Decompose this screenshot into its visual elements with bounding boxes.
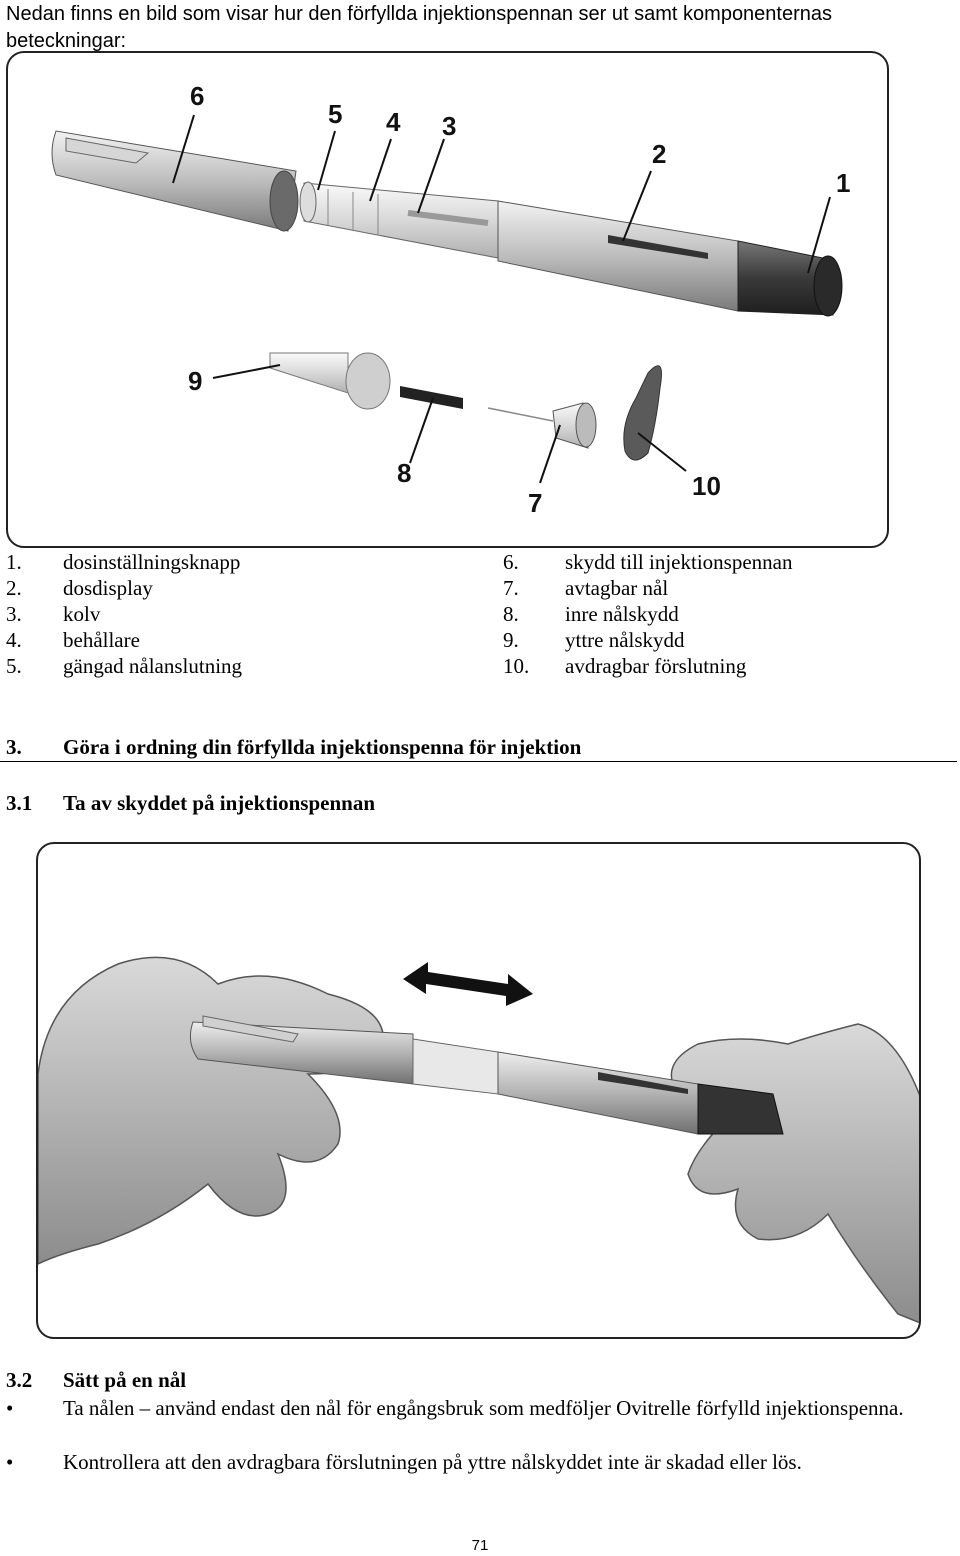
- page-number: 71: [471, 1537, 489, 1554]
- callout-8: 8: [397, 458, 411, 488]
- callout-3: 3: [442, 111, 456, 141]
- section-heading-3-2: 3.2 Sätt på en nål: [6, 1368, 187, 1392]
- legend-item-5: 5. gängad nålanslutning: [6, 654, 243, 678]
- remove-cap-figure: [36, 842, 921, 1339]
- dose-knob-held: [697, 1083, 784, 1135]
- remove-cap-illustration: [38, 956, 919, 1324]
- bullet-item-2: • Kontrollera att den avdragbara förslut…: [6, 1450, 802, 1474]
- right-hand: [670, 1023, 919, 1324]
- callout-9: 9: [188, 366, 202, 396]
- double-arrow-icon: [403, 962, 533, 1006]
- bullet-item-1: • Ta nålen – använd endast den nål för e…: [6, 1396, 904, 1420]
- section-heading-3-1: 3.1 Ta av skyddet på injektionspennan: [6, 791, 376, 815]
- bullet-icon: •: [6, 1450, 14, 1474]
- section-heading-3: 3. Göra i ordning din förfyllda injektio…: [6, 735, 582, 759]
- legend-item-2: 2. dosdisplay: [6, 576, 153, 600]
- peel-off-seal-part: [623, 365, 662, 461]
- callout-7: 7: [528, 488, 542, 518]
- intro-text: Nedan finns en bild som visar hur den fö…: [6, 3, 833, 52]
- needle-part: [487, 402, 597, 449]
- callout-4: 4: [386, 107, 401, 137]
- left-hand: [38, 956, 385, 1265]
- cartridge-holder-visible: [412, 1038, 499, 1095]
- pen-components-figure: 1 2 3 4 5 6 7 8 9 10: [6, 51, 889, 548]
- outer-needle-shield-part: [269, 352, 391, 410]
- pen-cap-held: [189, 1021, 414, 1085]
- pen-components-illustration: 1 2 3 4 5 6 7 8 9 10: [51, 81, 850, 518]
- legend-item-3: 3. kolv: [6, 602, 101, 626]
- callout-5: 5: [328, 99, 342, 129]
- callout-6: 6: [190, 81, 204, 111]
- legend-item-6: 6. skydd till injektionspennan: [503, 550, 793, 574]
- legend-item-4: 4. behållare: [6, 628, 140, 652]
- callout-10: 10: [692, 471, 721, 501]
- legend-item-9: 9. yttre nålskydd: [503, 628, 685, 652]
- dose-knob-part: [737, 240, 843, 317]
- legend-item-1: 1. dosinställningsknapp: [6, 550, 241, 574]
- inner-needle-shield-part: [400, 386, 463, 409]
- cartridge-holder-part: [299, 181, 499, 259]
- pen-cap-part: [51, 130, 299, 232]
- pen-body-held: [497, 1051, 699, 1135]
- section-divider: [0, 761, 957, 762]
- legend-item-7: 7. avtagbar nål: [503, 576, 669, 600]
- bullet-icon: •: [6, 1396, 14, 1420]
- callout-2: 2: [652, 139, 666, 169]
- legend-item-8: 8. inre nålskydd: [503, 602, 679, 626]
- pen-body-part: [497, 200, 739, 312]
- callout-1: 1: [836, 168, 850, 198]
- legend-item-10: 10. avdragbar förslutning: [503, 654, 747, 678]
